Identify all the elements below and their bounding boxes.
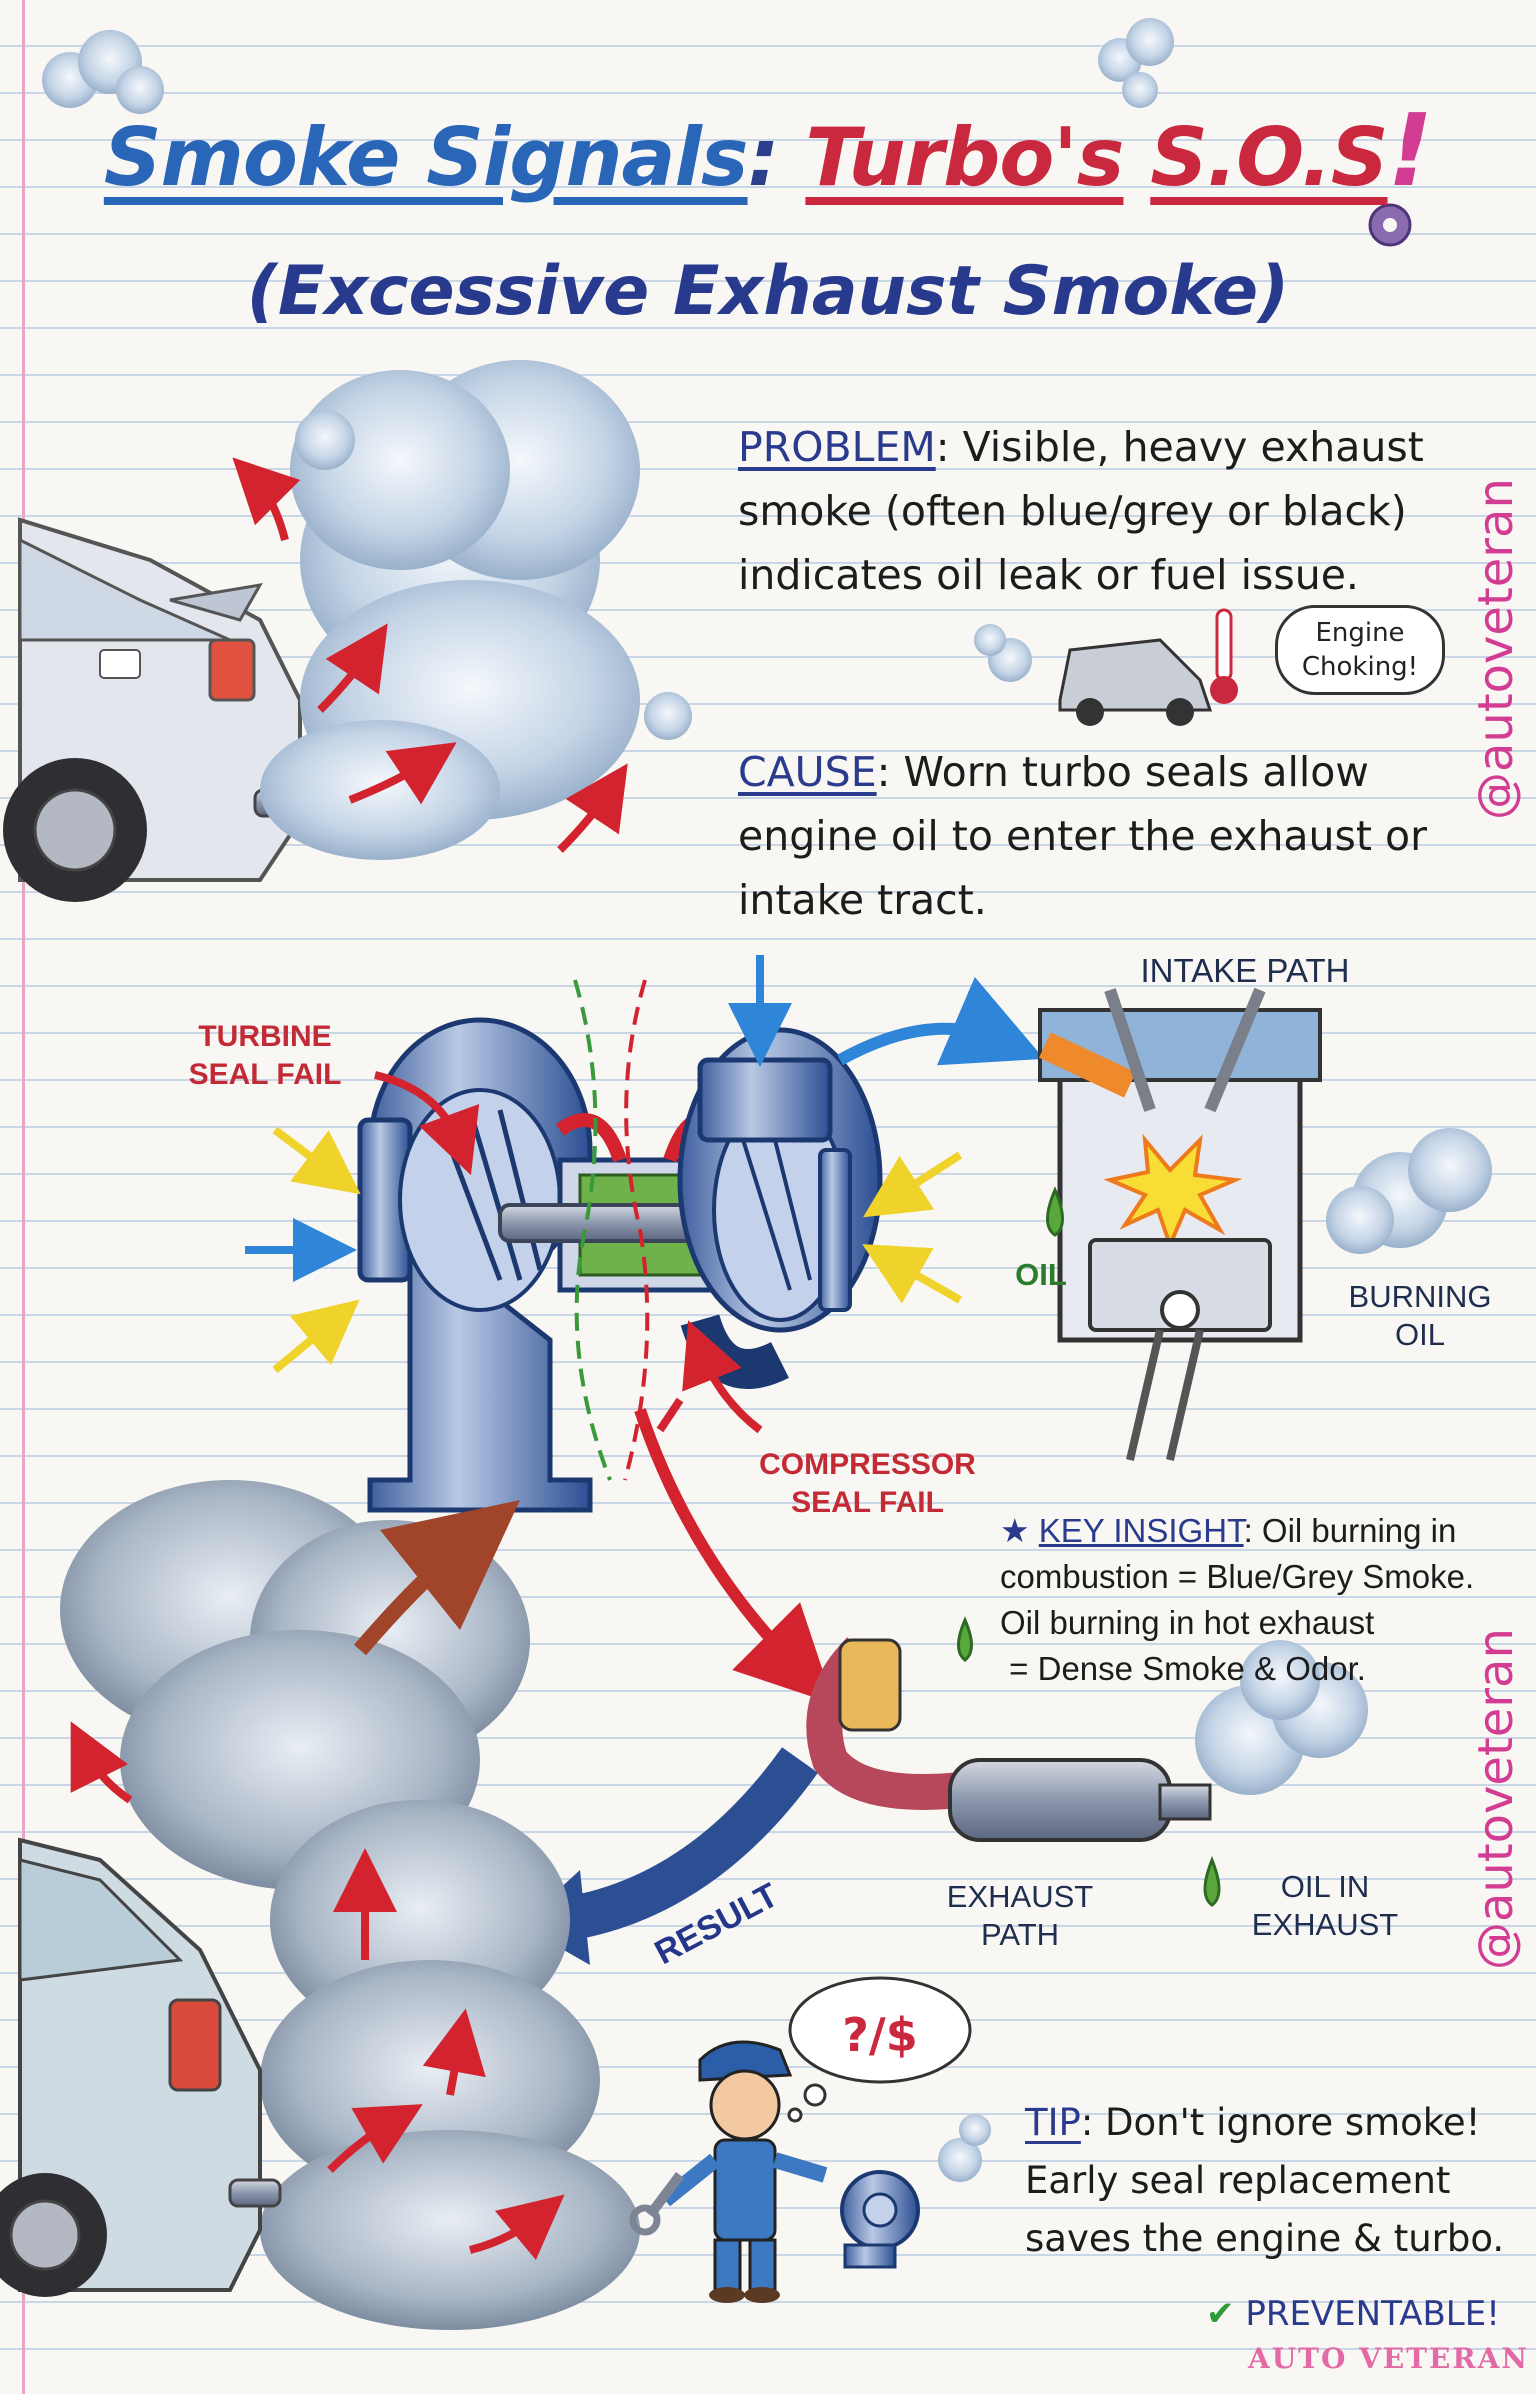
key-insight-block: ★ KEY INSIGHT: Oil burning in combustion… — [1000, 1508, 1530, 1692]
exhaust-smoke-bottom — [60, 1480, 640, 2330]
oil-in-exhaust-label: OIL IN EXHAUST — [1230, 1868, 1420, 1944]
question-dollar-thought: ?/$ — [842, 2008, 918, 2062]
exhaust-path-smoke — [1195, 1640, 1368, 1795]
exhaust-path-label: EXHAUST PATH — [920, 1878, 1120, 1954]
title-smoke-right-icon — [1098, 18, 1174, 108]
exhaust-smoke-top — [260, 360, 692, 860]
turbine-label-line-1: TURBINE — [198, 1020, 332, 1053]
title-exclamation: ! — [1387, 92, 1434, 209]
key-insight-line-3: Oil burning in hot exhaust — [1000, 1604, 1375, 1641]
oil-in-exhaust-line-2: EXHAUST — [1251, 1907, 1399, 1942]
problem-line-3: indicates oil leak or fuel issue. — [738, 551, 1359, 599]
thermometer-icon — [1210, 608, 1238, 704]
cause-heading: CAUSE — [738, 748, 877, 796]
tip-heading: TIP — [1025, 2101, 1081, 2144]
choking-car-icon — [974, 624, 1213, 726]
cause-line-2: engine oil to enter the exhaust or — [738, 812, 1427, 860]
burning-oil-line-2: OIL — [1395, 1317, 1445, 1352]
turbo-centerline-markers — [573, 979, 650, 1481]
engine-bubble-line-2: Choking! — [1301, 652, 1419, 682]
exhaust-path-line-2: PATH — [980, 1917, 1060, 1952]
small-turbo-icon — [840, 2114, 991, 2269]
burning-oil-smoke — [1326, 1128, 1492, 1254]
gear-icon — [1368, 203, 1412, 247]
turbine-seal-fail-label: TURBINE SEAL FAIL — [150, 1018, 380, 1094]
handle-text-upper: @autoveteran — [1468, 478, 1524, 820]
rising-smoke-arrows-top — [232, 457, 628, 853]
star-icon: ★ — [1000, 1512, 1030, 1549]
exhaust-pipe-illustration — [806, 1637, 1212, 1842]
title-colon: : — [747, 111, 780, 204]
title-part-smoke-signals: Smoke Signals — [103, 111, 749, 204]
wrench-icon — [629, 2172, 684, 2236]
rising-smoke-arrows-bottom — [70, 1500, 565, 2261]
page-title: Smoke Signals: Turbo's S.O.S! — [0, 92, 1536, 209]
tip-line-2: Early seal replacement — [1025, 2159, 1451, 2202]
checkmark-icon: ✔ — [1206, 2294, 1235, 2334]
cause-line-3: intake tract. — [738, 876, 987, 924]
title-part-turbos: Turbo's — [805, 111, 1124, 204]
thought-bubble — [787, 1976, 972, 2123]
exhaust-path-line-1: EXHAUST — [946, 1879, 1094, 1914]
cause-block: CAUSE: Worn turbo seals allow engine oil… — [738, 740, 1498, 932]
engine-cylinder-illustration — [1038, 987, 1322, 1461]
title-part-sos: S.O.S — [1150, 111, 1388, 204]
car-rear-bottom-illustration — [0, 1837, 282, 2297]
mechanic-character-illustration — [660, 2040, 828, 2303]
title-smoke-left-icon — [42, 30, 164, 114]
preventable-badge: ✔ PREVENTABLE! — [1206, 2294, 1500, 2334]
auto-veteran-watermark: AUTO VETERAN — [1248, 2342, 1529, 2375]
oil-in-exhaust-line-1: OIL IN — [1280, 1869, 1370, 1904]
preventable-text: PREVENTABLE! — [1245, 2294, 1500, 2334]
intake-path-label: INTAKE PATH — [1140, 952, 1350, 989]
key-insight-heading: KEY INSIGHT — [1038, 1512, 1244, 1549]
handle-text-lower: @autoveteran — [1468, 1628, 1524, 1970]
tip-block: TIP: Don't ignore smoke! Early seal repl… — [1025, 2094, 1525, 2268]
compressor-seal-fail-label: COMPRESSOR SEAL FAIL — [745, 1446, 990, 1522]
tip-line-3: saves the engine & turbo. — [1025, 2217, 1505, 2260]
page-subtitle: (Excessive Exhaust Smoke) — [246, 252, 1290, 331]
problem-line-1: : Visible, heavy exhaust — [935, 423, 1424, 471]
turbo-air-arrows — [245, 955, 1045, 1704]
car-rear-top-illustration — [3, 517, 317, 902]
engine-choking-bubble: Engine Choking! — [1275, 605, 1445, 695]
burning-oil-label: BURNING OIL — [1320, 1278, 1520, 1354]
oil-label: OIL — [1015, 1257, 1067, 1292]
compressor-label-line-1: COMPRESSOR — [759, 1448, 976, 1481]
tip-line-1: : Don't ignore smoke! — [1080, 2101, 1481, 2144]
turbocharger-cutaway-illustration — [357, 1017, 883, 1513]
problem-block: PROBLEM: Visible, heavy exhaust smoke (o… — [738, 415, 1498, 607]
key-insight-line-1: : Oil burning in — [1243, 1512, 1457, 1549]
problem-heading: PROBLEM — [738, 423, 936, 471]
turbine-label-line-2: SEAL FAIL — [188, 1058, 342, 1091]
burning-oil-line-1: BURNING — [1348, 1279, 1492, 1314]
notebook-margin-line — [22, 0, 25, 2394]
key-insight-line-2: combustion = Blue/Grey Smoke. — [1000, 1558, 1475, 1595]
compressor-label-line-2: SEAL FAIL — [791, 1486, 944, 1519]
problem-line-2: smoke (often blue/grey or black) — [738, 487, 1407, 535]
key-insight-line-4: = Dense Smoke & Odor. — [1000, 1650, 1366, 1687]
engine-bubble-line-1: Engine — [1315, 618, 1405, 648]
cause-line-1: : Worn turbo seals allow — [876, 748, 1369, 796]
